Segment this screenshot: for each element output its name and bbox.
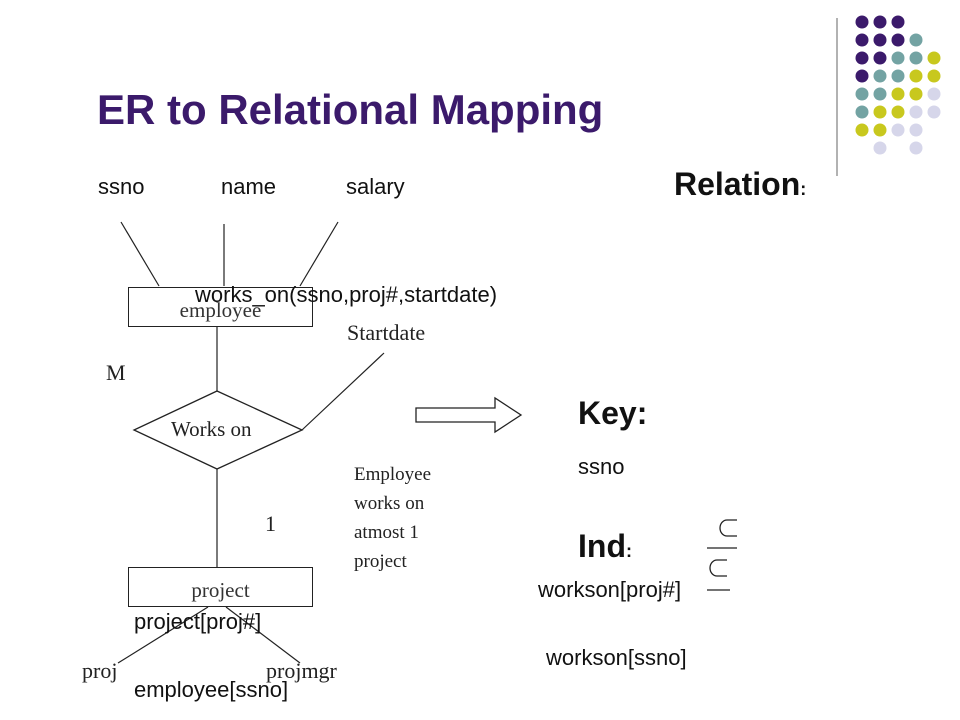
attribute-startdate: Startdate	[347, 320, 426, 345]
note-line: project	[354, 551, 407, 572]
decorative-dot	[855, 105, 869, 119]
ind-right-employee: employee[ssno]	[134, 677, 289, 702]
decorative-dot	[891, 105, 905, 119]
attribute-salary: salary	[346, 174, 405, 199]
entity-project-box: project	[128, 567, 313, 607]
decorative-dot	[855, 15, 869, 29]
decorative-dot	[891, 51, 905, 65]
decorative-dot	[855, 69, 869, 83]
decorative-dot	[909, 141, 923, 155]
entity-employee-label: employee	[179, 298, 262, 322]
decorative-dot	[909, 33, 923, 47]
decorative-dot	[909, 69, 923, 83]
cardinality-note: Employee works on atmost 1 project	[354, 460, 431, 576]
relationship-works-on-label: Works on	[171, 417, 252, 441]
decorative-dot	[873, 87, 887, 101]
subset-icon	[719, 519, 737, 537]
cardinality-one: 1	[265, 511, 276, 536]
subset-icon	[709, 559, 727, 577]
projmgr-connector	[225, 606, 301, 664]
decorative-dot	[891, 15, 905, 29]
decorative-dot	[855, 87, 869, 101]
relation-label-colon: :	[800, 179, 807, 199]
ind-right-project: project[proj#]	[134, 609, 262, 634]
decorative-dot	[873, 123, 887, 137]
decorative-dot	[891, 87, 905, 101]
decorative-dot	[873, 51, 887, 65]
attribute-projmgr: projmgr	[266, 658, 337, 683]
entity-employee-box: employee	[128, 287, 313, 327]
relation-label: Relation:	[674, 166, 806, 203]
ind-label: Ind:	[578, 528, 632, 565]
cardinality-many: M	[106, 360, 126, 385]
decorative-dot	[927, 87, 941, 101]
salary-connector	[299, 221, 339, 287]
decorative-dot	[909, 51, 923, 65]
ind-left-workson-proj: workson[proj#]	[538, 577, 682, 602]
ind-left-workson-ssno: workson[ssno]	[546, 645, 687, 670]
decorative-dot	[873, 105, 887, 119]
decorative-dot	[873, 33, 887, 47]
attribute-ssno: ssno	[98, 174, 145, 199]
decorative-dot	[927, 105, 941, 119]
ssno-connector	[120, 221, 160, 287]
decorative-dot	[927, 69, 941, 83]
decorative-dot	[855, 123, 869, 137]
decorative-dot	[891, 123, 905, 137]
decorative-dot	[855, 51, 869, 65]
decorative-dot	[891, 33, 905, 47]
decorative-dot	[873, 15, 887, 29]
key-value: ssno	[578, 454, 625, 479]
decorative-dot	[927, 51, 941, 65]
note-line: works on	[354, 493, 425, 514]
decorative-dot	[909, 105, 923, 119]
ind-label-text: Ind	[578, 528, 626, 564]
note-line: atmost 1	[354, 522, 419, 543]
ind-label-colon: :	[625, 541, 632, 561]
mapping-arrow-icon	[415, 396, 523, 434]
relation-label-text: Relation	[674, 166, 801, 202]
decorative-dot	[873, 141, 887, 155]
key-label: Key:	[578, 395, 648, 431]
relation-schema: works_on(ssno,proj#,startdate)	[195, 282, 498, 307]
decorative-dot	[855, 33, 869, 47]
attribute-name: name	[221, 174, 277, 199]
note-line: Employee	[354, 464, 432, 485]
decorative-dot	[891, 69, 905, 83]
decorative-dot	[873, 69, 887, 83]
proj-connector	[117, 606, 209, 664]
decorative-dot	[909, 123, 923, 137]
decorative-dot	[909, 87, 923, 101]
page-title: ER to Relational Mapping	[97, 86, 604, 133]
attribute-proj: proj	[82, 658, 118, 683]
startdate-connector	[301, 352, 385, 431]
entity-project-label: project	[191, 578, 250, 602]
